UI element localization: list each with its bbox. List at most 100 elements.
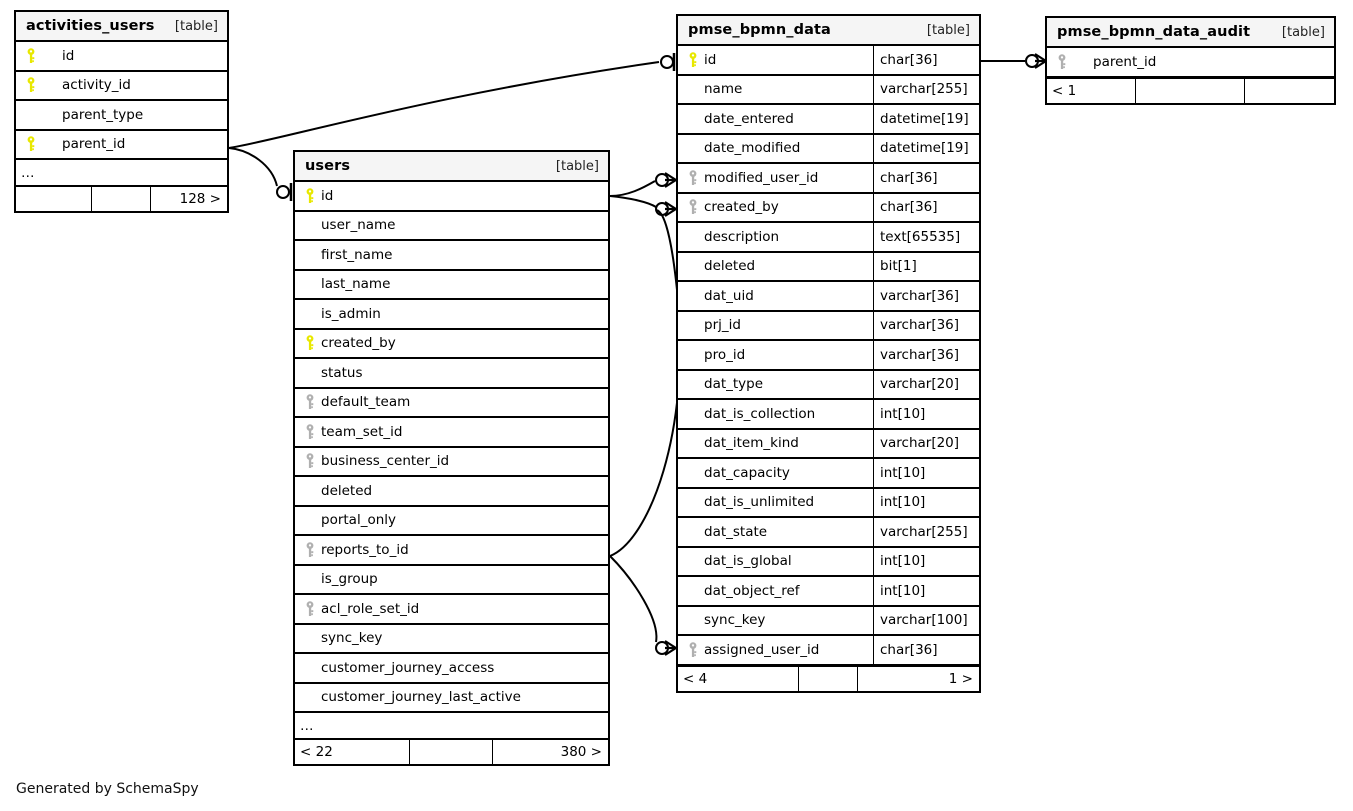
column-name-cell: parent_id <box>1047 48 1334 76</box>
outbound-relations-count[interactable]: 380 > <box>560 744 602 760</box>
outbound-relations-count[interactable]: 1 > <box>948 670 973 687</box>
no-key-spacer <box>301 570 319 588</box>
table-users[interactable]: users [table] id user_name first_name last_… <box>293 150 610 766</box>
footer-spacer <box>409 740 493 764</box>
edge-endpoint-circle <box>276 185 290 199</box>
column-type: text[65535] <box>873 223 979 251</box>
column-name: modified_user_id <box>704 169 819 186</box>
column-name-cell: customer_journey_last_active <box>295 684 608 712</box>
column-name-cell: is_admin <box>295 300 608 328</box>
column-name-cell: dat_is_collection <box>678 400 873 428</box>
table-row[interactable]: customer_journey_last_active <box>295 684 608 713</box>
table-row[interactable]: first_name <box>295 241 608 271</box>
table-header: pmse_bpmn_data [table] <box>678 16 979 46</box>
table-name: pmse_bpmn_data <box>688 22 831 38</box>
inbound-relations-count[interactable]: < 22 <box>300 744 333 760</box>
generated-by-note: Generated by SchemaSpy <box>16 781 199 797</box>
table-row[interactable]: parent_id <box>1047 48 1334 78</box>
no-key-spacer <box>684 582 702 600</box>
column-name-cell: date_modified <box>678 135 873 163</box>
column-name: dat_uid <box>704 287 754 304</box>
column-name: user_name <box>321 217 396 234</box>
outbound-relations-count[interactable] <box>1245 79 1334 103</box>
no-key-spacer <box>301 688 319 706</box>
table-row[interactable]: business_center_id <box>295 448 608 477</box>
table-row[interactable]: parent_type <box>16 101 227 131</box>
column-name-cell: prj_id <box>678 312 873 340</box>
inbound-relations-count[interactable]: < 1 <box>1052 82 1077 99</box>
table-row[interactable]: id <box>16 42 227 72</box>
table-row[interactable]: team_set_id <box>295 418 608 448</box>
table-row[interactable]: last_name <box>295 271 608 300</box>
no-key-spacer <box>684 405 702 423</box>
table-row[interactable]: activity_id <box>16 72 227 101</box>
column-name-cell: portal_only <box>295 507 608 535</box>
table-row[interactable]: deleted <box>295 477 608 507</box>
column-name: dat_capacity <box>704 464 790 481</box>
table-row[interactable]: status <box>295 359 608 389</box>
table-row[interactable]: id <box>295 182 608 212</box>
table-row[interactable]: portal_only <box>295 507 608 536</box>
table-row[interactable]: customer_journey_access <box>295 654 608 684</box>
table-header: users [table] <box>295 152 608 182</box>
no-key-spacer <box>684 493 702 511</box>
inbound-relations-count[interactable]: < 4 <box>683 670 708 687</box>
table-row[interactable]: user_name <box>295 212 608 241</box>
table-header: activities_users [table] <box>16 12 227 42</box>
column-name-cell: sync_key <box>295 625 608 653</box>
column-type: varchar[36] <box>873 341 979 369</box>
column-name: deleted <box>321 482 373 499</box>
table-row[interactable]: acl_role_set_id <box>295 595 608 625</box>
no-key-spacer <box>684 346 702 364</box>
table-tag: [table] <box>926 22 970 38</box>
column-name: dat_item_kind <box>704 435 799 452</box>
outbound-relations-count[interactable]: 128 > <box>179 191 221 207</box>
footer-spacer <box>798 666 858 691</box>
table-row[interactable]: parent_id <box>16 131 227 160</box>
table-row[interactable]: is_admin <box>295 300 608 330</box>
column-type: int[10] <box>873 547 979 575</box>
table-row[interactable]: is_group <box>295 566 608 595</box>
table-name: users <box>305 158 351 174</box>
table-row[interactable]: sync_key <box>295 625 608 654</box>
table-row[interactable]: default_team <box>295 389 608 418</box>
table-row[interactable]: created_by <box>295 330 608 359</box>
column-name: sync_key <box>704 612 766 629</box>
column-name-cell: dat_state <box>678 518 873 546</box>
column-type: datetime[19] <box>873 134 979 162</box>
column-name-cell: activity_id <box>16 72 227 100</box>
table-pmse-bpmn-data-audit[interactable]: pmse_bpmn_data_audit [table] parent_id< … <box>1045 16 1336 105</box>
no-key-spacer <box>684 257 702 275</box>
column-name: last_name <box>321 276 391 293</box>
edge-endpoint-circle <box>660 55 674 69</box>
column-name-cell: customer_journey_access <box>295 654 608 682</box>
column-type: varchar[255] <box>873 518 979 546</box>
table-row[interactable]: reports_to_id <box>295 536 608 566</box>
column-name-cell: dat_object_ref <box>678 577 873 605</box>
column-name-cell: last_name <box>295 271 608 299</box>
inbound-relations-count[interactable] <box>16 187 91 211</box>
